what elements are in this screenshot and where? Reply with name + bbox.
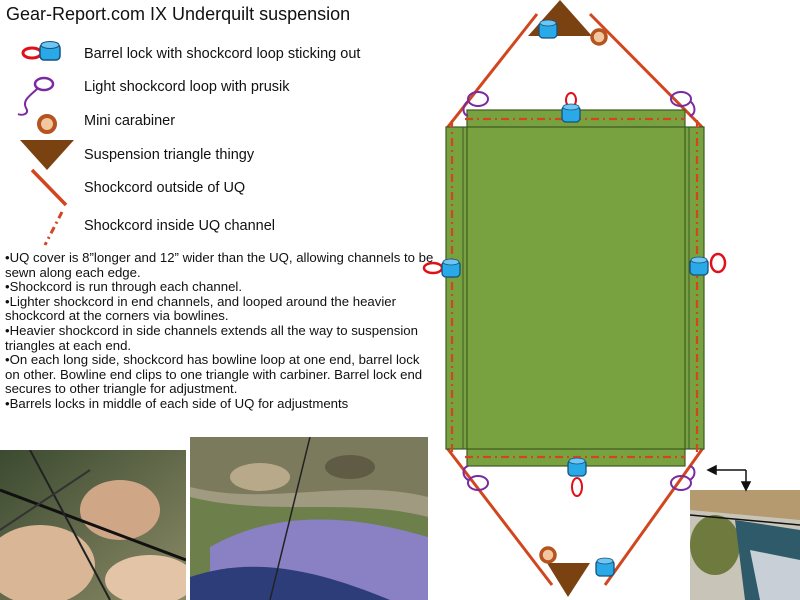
page-title: Gear-Report.com IX Underquilt suspension bbox=[6, 4, 351, 24]
suspension-triangle-bottom bbox=[547, 563, 590, 597]
mini-carabiner-top bbox=[590, 28, 608, 46]
shockcord-outside-icon bbox=[30, 168, 68, 207]
suspension-triangle-icon bbox=[20, 140, 74, 170]
barrel-lock-icon bbox=[21, 41, 61, 61]
photo-corner-detail bbox=[690, 490, 800, 600]
notes-list: •UQ cover is 8”longer and 12” wider than… bbox=[5, 250, 435, 412]
suspension-diagram bbox=[422, 0, 752, 597]
note-item: •Barrels locks in middle of each side of… bbox=[5, 395, 349, 411]
shockcord-inside-icon bbox=[43, 211, 64, 246]
mini-carabiner-icon bbox=[37, 114, 57, 134]
note-item: •Lighter shockcord in end channels, and … bbox=[5, 293, 396, 324]
suspension-triangle-top bbox=[528, 0, 592, 36]
legend-label-shockcord-inside: Shockcord inside UQ channel bbox=[84, 218, 276, 234]
barrel-lock-left-mid bbox=[422, 258, 461, 278]
note-item: •UQ cover is 8”longer and 12” wider than… bbox=[5, 250, 434, 280]
photo-hands-adjusting bbox=[0, 450, 186, 600]
legend-icons bbox=[17, 41, 74, 246]
underquilt-cover bbox=[445, 109, 705, 467]
note-item: •On each long side, shockcord has bowlin… bbox=[5, 352, 423, 397]
legend-label-prusik: Light shockcord loop with prusik bbox=[84, 79, 290, 95]
callout-arrow bbox=[706, 464, 752, 492]
legend-label-carabiner: Mini carabiner bbox=[84, 113, 176, 129]
legend-label-triangle: Suspension triangle thingy bbox=[84, 147, 255, 163]
outer-shockcord bbox=[445, 12, 705, 586]
legend-label-barrel-lock: Barrel lock with shockcord loop sticking… bbox=[84, 46, 361, 62]
legend-label-shockcord-outside: Shockcord outside of UQ bbox=[84, 180, 246, 196]
barrel-lock-right-mid bbox=[689, 252, 727, 276]
mini-carabiner-bottom bbox=[539, 546, 557, 564]
shockcord-loop-prusik-icon bbox=[17, 76, 55, 116]
barrel-lock-bottom-mid bbox=[567, 457, 587, 497]
corner-prusiks bbox=[462, 91, 696, 491]
note-item: •Heavier shockcord in side channels exte… bbox=[5, 322, 418, 353]
note-item: •Shockcord is run through each channel. bbox=[5, 279, 243, 295]
photo-hammock-underquilt bbox=[190, 437, 428, 600]
barrel-lock-top-corner bbox=[538, 19, 558, 39]
barrel-lock-top-mid bbox=[561, 92, 581, 123]
barrel-lock-bottom-corner bbox=[595, 557, 615, 577]
